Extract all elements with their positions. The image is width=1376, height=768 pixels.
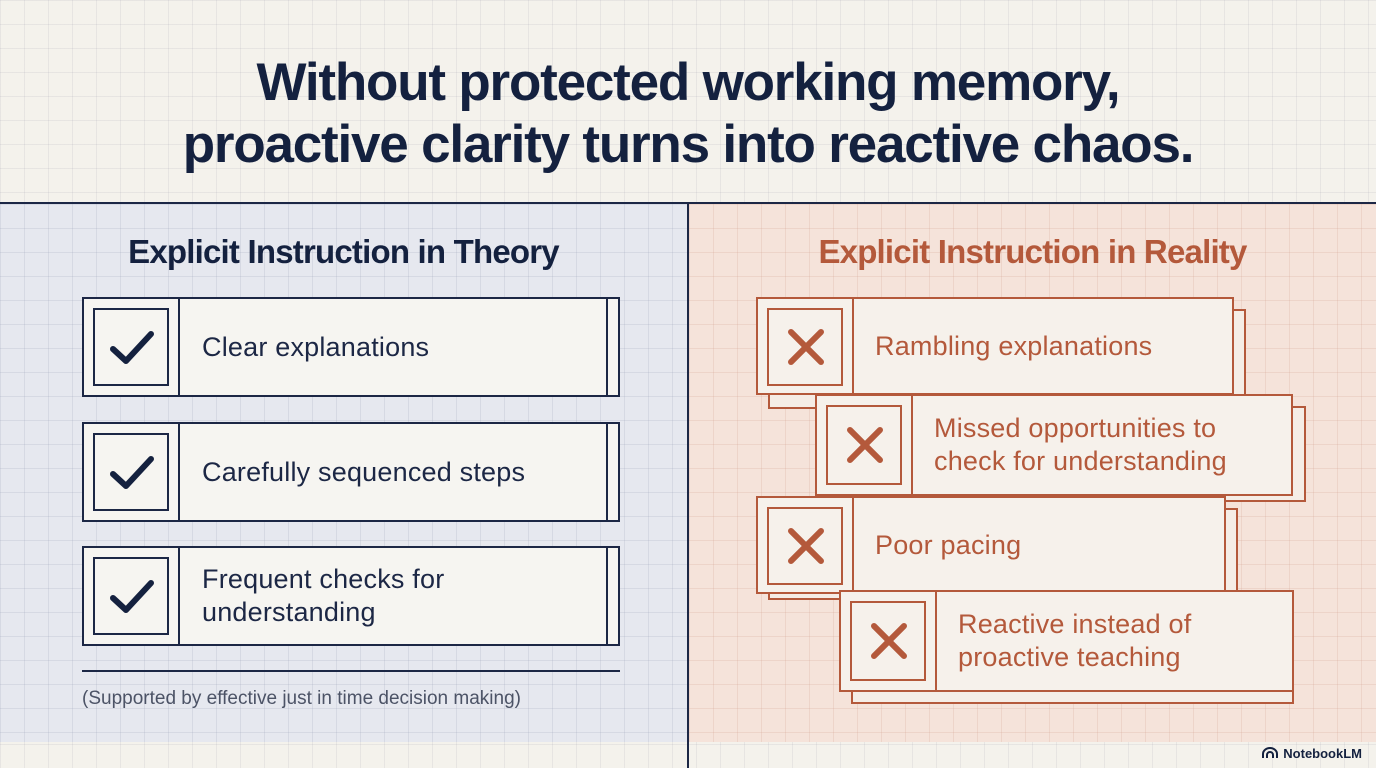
checkmark-icon: [110, 456, 154, 489]
x-mark-icon: [788, 329, 824, 365]
reality-item-label: Poor pacing: [875, 529, 1022, 560]
theory-panel: [0, 204, 687, 742]
reality-heading: Explicit Instruction in Reality: [818, 233, 1247, 270]
notebooklm-logo-icon: [1262, 747, 1279, 758]
footnote: (Supported by effective just in time dec…: [82, 688, 521, 709]
x-box: [826, 405, 902, 485]
brand-label: NotebookLM: [1283, 745, 1362, 761]
theory-item-label: Clear explanations: [202, 331, 430, 362]
footnote-divider: [82, 670, 620, 672]
brand: NotebookLM: [1262, 742, 1362, 764]
checkbox-checked: [93, 557, 169, 635]
x-mark-icon: [847, 427, 883, 463]
title-divider: [0, 202, 1376, 204]
theory-item: Carefully sequenced steps: [82, 422, 620, 522]
theory-item: Frequent checks for understanding: [82, 546, 620, 646]
theory-item-label: Carefully sequenced steps: [202, 456, 526, 487]
title-line-1: Without protected working memory,: [256, 53, 1121, 112]
checkmark-icon: [110, 580, 154, 613]
reality-item-label: Reactive instead of proactive teaching: [958, 609, 1192, 672]
title-line-2: proactive clarity turns into reactive ch…: [182, 115, 1195, 174]
x-mark-icon: [788, 528, 824, 564]
theory-item: Clear explanations: [82, 297, 620, 397]
reality-item-label: Missed opportunities to check for unders…: [934, 413, 1227, 476]
checkbox-checked: [93, 433, 169, 511]
column-divider: [687, 204, 689, 768]
theory-heading: Explicit Instruction in Theory: [128, 233, 560, 270]
x-box: [767, 507, 843, 585]
theory-item-label: Frequent checks for understanding: [202, 564, 445, 627]
x-box: [850, 601, 926, 681]
checkbox-checked: [93, 308, 169, 386]
checkmark-icon: [110, 331, 154, 364]
x-box: [767, 308, 843, 386]
page-title: Without protected working memory, proact…: [0, 52, 1376, 176]
x-mark-icon: [871, 623, 907, 659]
reality-item-label: Rambling explanations: [875, 330, 1153, 361]
